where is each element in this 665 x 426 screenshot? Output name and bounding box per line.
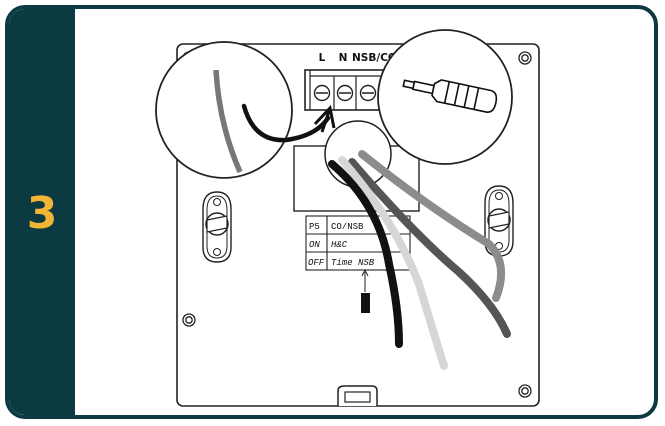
- table-row-on-value: H&C: [331, 240, 348, 250]
- mounting-slot-left: [202, 191, 232, 263]
- dip-switch: [361, 268, 370, 313]
- table-row-off-label: OFF: [308, 258, 325, 268]
- step-sidebar: 3: [9, 9, 75, 415]
- table-row-off-value: Time NSB: [331, 258, 375, 268]
- cable-bundle: [328, 150, 511, 370]
- light-grey-wire: [338, 156, 448, 370]
- terminal-label-n: N: [339, 52, 348, 64]
- table-header-co-nsb: CO/NSB: [331, 222, 364, 232]
- step-number: 3: [26, 188, 58, 239]
- table-header-p5: P5: [309, 222, 320, 232]
- dip-switch-table: [305, 215, 411, 271]
- wire-closeup-bubble: [155, 41, 336, 179]
- screwdriver-bubble: [377, 29, 513, 165]
- screwdriver-icon: [402, 79, 498, 113]
- black-wire: [328, 160, 403, 348]
- grey-wire: [358, 150, 506, 302]
- closeup-wire-black: [241, 103, 331, 143]
- step-card: 3 L N: [5, 5, 658, 419]
- closeup-wire-grey: [213, 69, 243, 174]
- table-row-on-label: ON: [309, 240, 320, 250]
- wiring-diagram: L N NSB/CO P5 CO/NS: [155, 29, 540, 407]
- terminal-screw: [313, 84, 377, 102]
- terminal-label-nsb-co: NSB/CO: [352, 52, 397, 64]
- terminal-label-l: L: [319, 52, 326, 64]
- dark-grey-wire: [348, 158, 511, 338]
- insert-arrow-icon: [313, 104, 336, 133]
